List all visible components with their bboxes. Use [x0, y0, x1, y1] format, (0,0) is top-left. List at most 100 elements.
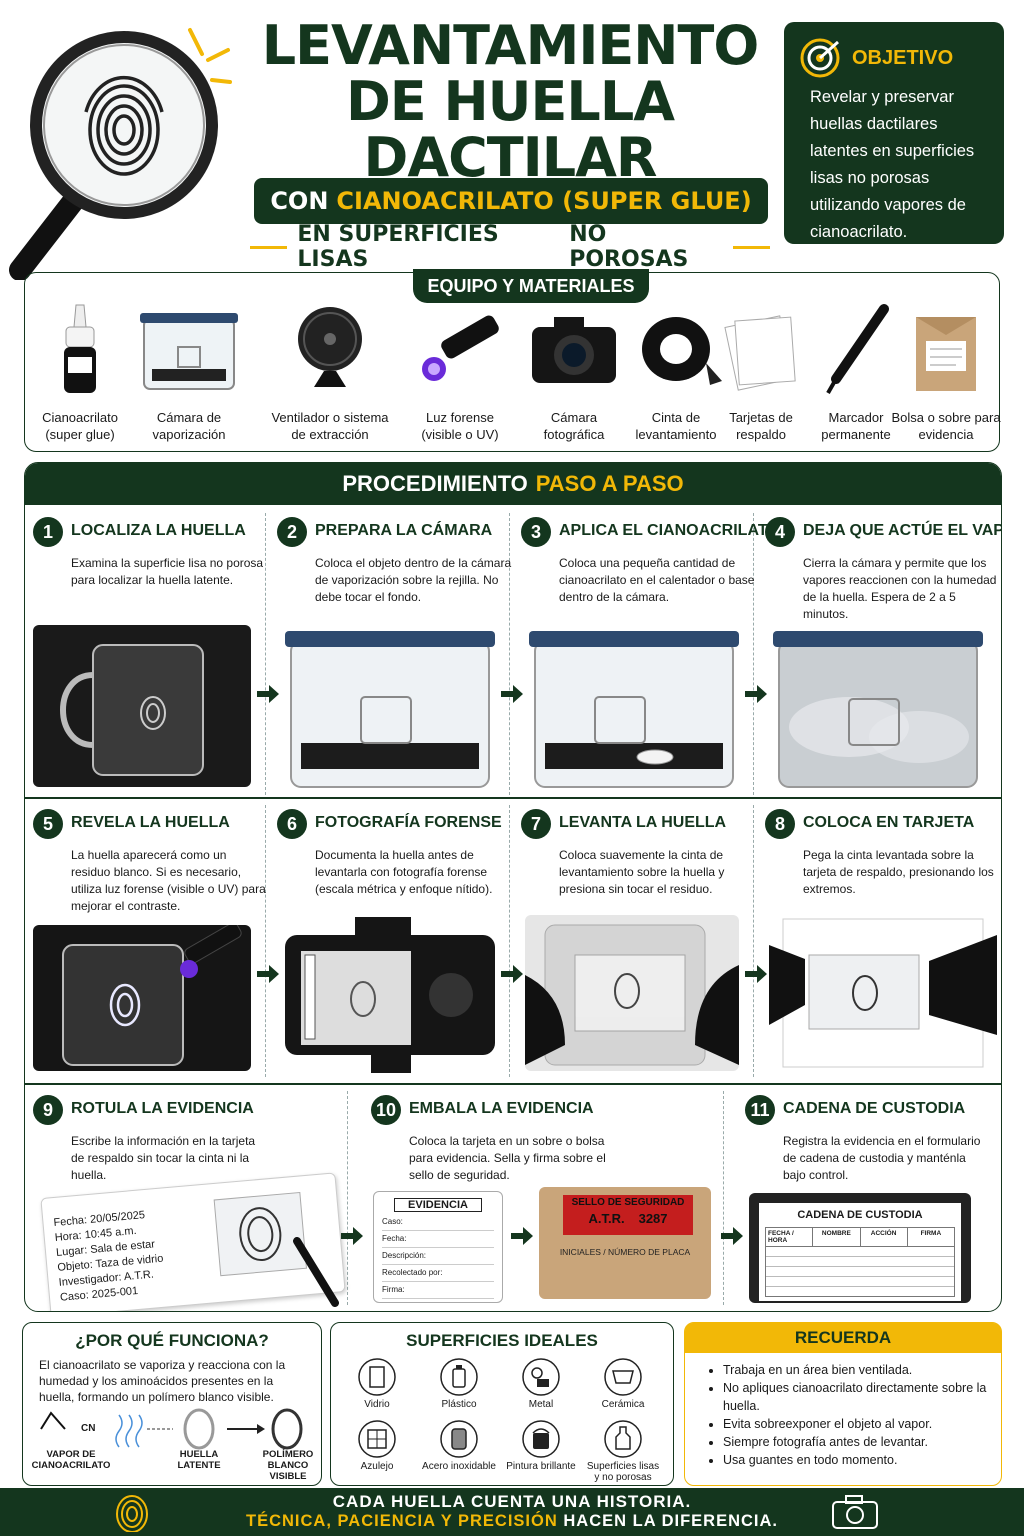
step-number: 2 — [277, 517, 307, 547]
surface-line: EN SUPERFICIES LISAS NO POROSAS — [250, 222, 770, 272]
paint-icon — [522, 1420, 560, 1458]
divider — [753, 513, 754, 795]
fan-icon — [298, 307, 362, 387]
step-number: 1 — [33, 517, 63, 547]
step-title: COLOCA EN TARJETA — [803, 814, 975, 831]
fingerprint-icon — [213, 1191, 307, 1277]
step-desc: Documenta la huella antes de levantarla … — [315, 848, 493, 896]
material-item: Luz forense (visible o UV) — [405, 297, 515, 443]
card-key: Caso: — [59, 1289, 90, 1304]
chamber-vapor-photo — [773, 631, 983, 788]
card-key: Fecha: — [53, 1214, 88, 1230]
step-title: LOCALIZA LA HUELLA — [71, 522, 246, 539]
arrow-right-icon — [721, 1227, 743, 1245]
divider — [732, 245, 770, 249]
step-title: EMBALA LA EVIDENCIA — [409, 1100, 594, 1117]
ideal-label: Azulejo — [360, 1461, 394, 1472]
glass-icon — [358, 1358, 396, 1396]
seal-label: SELLO DE SEGURIDAD — [571, 1197, 685, 1208]
ideal-title: SUPERFICIES IDEALES — [406, 1331, 598, 1350]
ideal-label: Plástico — [441, 1399, 477, 1410]
procedure-title: PROCEDIMIENTO PASO A PASO — [25, 463, 1001, 505]
divider — [347, 1091, 348, 1305]
form-field: Descripción: — [382, 1248, 494, 1265]
glue-bottle-icon — [64, 304, 96, 393]
step-number: 9 — [33, 1095, 63, 1125]
camera-icon — [532, 317, 616, 383]
seal-badge: 3287 — [638, 1211, 668, 1226]
steel-can-icon — [440, 1420, 478, 1458]
divider — [753, 805, 754, 1077]
column-header: FIRMA — [920, 1230, 942, 1237]
procedure-title-highlight: PASO A PASO — [535, 471, 684, 496]
marker-icon — [293, 1237, 339, 1307]
security-seal: SELLO DE SEGURIDAD A.T.R. 3287 — [563, 1195, 693, 1235]
divider — [250, 245, 288, 249]
evidence-form-title: EVIDENCIA — [394, 1198, 482, 1212]
chamber-glue-photo — [529, 631, 739, 788]
divider — [265, 805, 266, 1077]
procedure-section: PROCEDIMIENTO PASO A PASO 1 LOCALIZA LA … — [24, 462, 1002, 1312]
material-label: Bolsa o sobre para evidencia — [891, 410, 1001, 442]
objective-box: OBJETIVO Revelar y preservar huellas dac… — [784, 22, 1004, 244]
remember-panel: RECUERDA Trabaja en un área bien ventila… — [684, 1322, 1002, 1486]
step-number: 6 — [277, 809, 307, 839]
materials-title: EQUIPO Y MATERIALES — [413, 269, 649, 303]
step-desc: Coloca la tarjeta en un sobre o bolsa pa… — [409, 1134, 606, 1182]
divider — [265, 513, 266, 795]
why-panel: ¿POR QUÉ FUNCIONA? El cianoacrilato se v… — [22, 1322, 322, 1486]
ideal-item: Plástico — [421, 1357, 497, 1410]
subtitle-prefix: CON — [270, 187, 329, 215]
step-desc: Escribe la información en la tarjeta de … — [71, 1134, 256, 1182]
footer-rest: HACEN LA DIFERENCIA. — [563, 1512, 778, 1530]
material-item: Tarjetas de respaldo — [711, 297, 811, 443]
step-number: 10 — [371, 1095, 401, 1125]
column-header: NOMBRE — [813, 1228, 861, 1246]
arrow-right-icon — [257, 685, 279, 703]
material-item: Cámara fotográfica — [519, 297, 629, 443]
ideal-item: Superficies lisas y no porosas — [585, 1419, 661, 1483]
ideal-label: Metal — [528, 1399, 554, 1410]
envelope-caption: INICIALES / NÚMERO DE PLACA — [559, 1247, 691, 1257]
tape-roll-icon — [642, 317, 722, 385]
step-desc: Examina la superficie lisa no porosa par… — [71, 556, 264, 587]
ideal-label: Pintura brillante — [506, 1461, 576, 1472]
ideal-item: Metal — [503, 1357, 579, 1410]
molecule-label: CN — [81, 1423, 96, 1434]
material-item: Cianoacrilato (super glue) — [25, 297, 135, 443]
card-value: 20/05/2025 — [89, 1209, 146, 1226]
step-desc: Pega la cinta levantada sobre la tarjeta… — [803, 848, 994, 896]
step-title: CADENA DE CUSTODIA — [783, 1100, 966, 1117]
step-desc: Cierra la cámara y permite que los vapor… — [803, 556, 997, 621]
list-item: Usa guantes en todo momento. — [723, 1451, 987, 1469]
material-label: Cámara de vaporización — [152, 410, 226, 442]
custody-form: CADENA DE CUSTODIA FECHA / HORA NOMBRE A… — [759, 1203, 961, 1301]
step-number: 5 — [33, 809, 63, 839]
ideal-item: Acero inoxidable — [421, 1419, 497, 1472]
why-text: El cianoacrilato se vaporiza y reacciona… — [39, 1358, 286, 1404]
evidence-envelope: SELLO DE SEGURIDAD A.T.R. 3287 INICIALES… — [539, 1187, 711, 1299]
divider — [25, 1083, 1001, 1085]
step-title: FOTOGRAFÍA FORENSE — [315, 814, 502, 831]
material-label: Tarjetas de respaldo — [729, 410, 793, 442]
target-icon — [800, 38, 840, 78]
ideal-label: Cerámica — [601, 1399, 645, 1410]
list-item: Trabaja en un área bien ventilada. — [723, 1361, 987, 1379]
step-title: APLICA EL CIANOACRILATO — [559, 522, 780, 539]
card-key: Lugar: — [55, 1244, 88, 1259]
footer-line2: TÉCNICA, PACIENCIA Y PRECISIÓN HACEN LA … — [0, 1512, 1024, 1531]
step-desc: La huella aparecerá como un residuo blan… — [71, 848, 266, 913]
glass-mug-photo — [33, 625, 251, 787]
custody-table-header: FECHA / HORA NOMBRE ACCIÓN FIRMA — [765, 1227, 955, 1247]
custody-table-rows — [765, 1247, 955, 1297]
material-label: Cinta de levantamiento — [635, 410, 717, 442]
step-number: 3 — [521, 517, 551, 547]
arrow-right-icon — [257, 965, 279, 983]
evidence-bag-icon — [916, 317, 976, 391]
arrow-right-icon — [511, 1227, 533, 1245]
material-label: Cianoacrilato (super glue) — [42, 410, 118, 442]
custody-clipboard: CADENA DE CUSTODIA FECHA / HORA NOMBRE A… — [749, 1193, 971, 1303]
footer-line1: CADA HUELLA CUENTA UNA HISTORIA. — [332, 1492, 692, 1511]
form-field: Caso: — [382, 1214, 494, 1231]
step-desc: Registra la evidencia en el formulario d… — [783, 1134, 981, 1182]
